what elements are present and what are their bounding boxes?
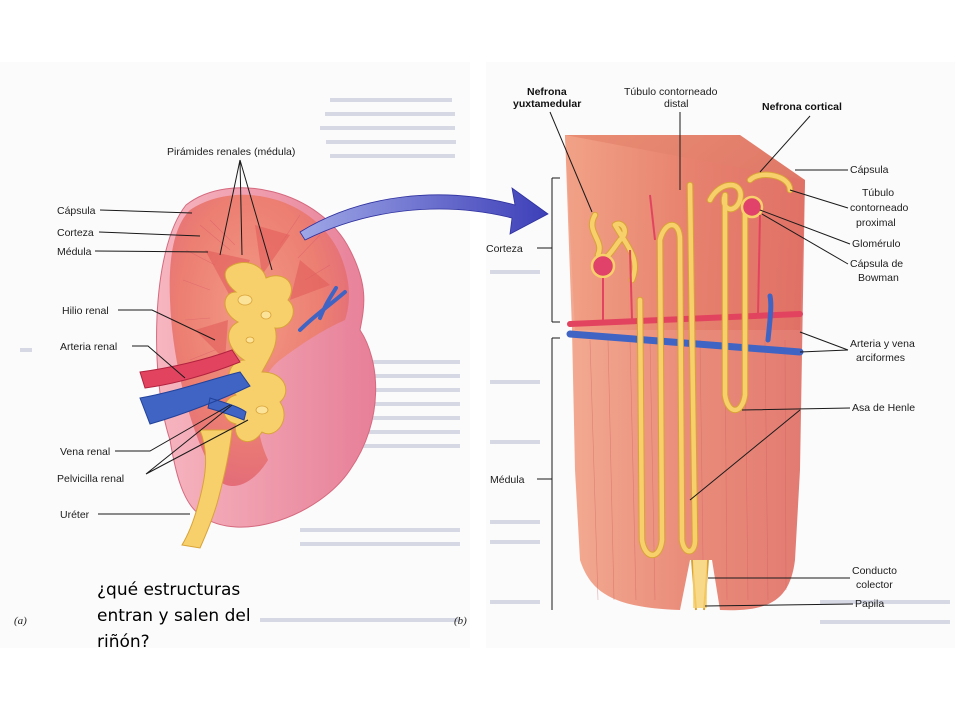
label-pelvicilla-renal: Pelvicilla renal bbox=[57, 473, 124, 485]
label-hilio-renal: Hilio renal bbox=[62, 305, 109, 317]
collecting-duct-fill bbox=[693, 560, 707, 608]
label-tubulo-proximal-1: Túbulo bbox=[862, 187, 894, 199]
label-nefrona-yuxtamedular-1: Nefrona bbox=[527, 86, 567, 98]
caption-line-1: ¿qué estructuras bbox=[97, 580, 241, 600]
label-tubulo-proximal-2: contorneado bbox=[850, 202, 909, 214]
label-corteza-a: Corteza bbox=[57, 227, 94, 239]
label-arteria-vena-arciformes-2: arciformes bbox=[856, 352, 905, 364]
label-nefrona-yuxtamedular-2: yuxtamedular bbox=[513, 98, 581, 110]
renal-vein-vessel bbox=[139, 371, 251, 425]
label-conducto-colector-1: Conducto bbox=[852, 565, 897, 577]
label-conducto-colector-2: colector bbox=[856, 579, 893, 591]
label-asa-henle: Asa de Henle bbox=[852, 402, 915, 414]
glomeruli bbox=[590, 195, 764, 279]
question-caption: ¿qué estructuras entran y salen del riñó… bbox=[97, 577, 327, 655]
caption-line-2: entran y salen del bbox=[97, 606, 251, 626]
renal-pelvis bbox=[223, 262, 294, 443]
label-piramides-renales: Pirámides renales (médula) bbox=[167, 146, 295, 158]
label-medula-b: Médula bbox=[490, 474, 525, 486]
label-ureter: Uréter bbox=[60, 509, 90, 521]
medulla-striations bbox=[589, 339, 787, 601]
kidney-illustration bbox=[139, 187, 377, 549]
afferent-vessels bbox=[602, 194, 761, 321]
nephron-tubules bbox=[589, 172, 793, 558]
arcuate-vein bbox=[566, 330, 804, 356]
label-nefrona-cortical: Nefrona cortical bbox=[762, 101, 842, 113]
label-medula-a: Médula bbox=[57, 246, 92, 258]
zoom-arrow bbox=[299, 187, 549, 241]
label-papila: Papila bbox=[855, 598, 884, 610]
label-vena-renal: Vena renal bbox=[60, 446, 110, 458]
panel-b-labels: Nefrona yuxtamedular Túbulo contorneado … bbox=[454, 86, 915, 627]
label-glomerulo: Glomérulo bbox=[852, 238, 901, 250]
label-tubulo-distal-2: distal bbox=[664, 98, 689, 110]
interlobular-vein bbox=[765, 293, 774, 343]
renal-artery-vessel bbox=[139, 349, 241, 389]
label-capsula-b: Cápsula bbox=[850, 164, 889, 176]
label-arteria-renal: Arteria renal bbox=[60, 341, 117, 353]
arcuate-artery bbox=[567, 311, 803, 327]
label-tubulo-proximal-3: proximal bbox=[856, 217, 896, 229]
label-capsula-a: Cápsula bbox=[57, 205, 96, 217]
panel-a-letter: (a) bbox=[14, 615, 27, 627]
label-tubulo-distal-1: Túbulo contorneado bbox=[624, 86, 718, 98]
panel-b-letter: (b) bbox=[454, 615, 467, 627]
label-capsula-bowman-1: Cápsula de bbox=[850, 258, 903, 270]
label-arteria-vena-arciformes-1: Arteria y vena bbox=[850, 338, 915, 350]
faded-text-background bbox=[20, 98, 950, 624]
panel-a-labels: Pirámides renales (médula) Cápsula Corte… bbox=[14, 146, 295, 627]
ureter-tube bbox=[181, 429, 233, 549]
label-capsula-bowman-2: Bowman bbox=[858, 272, 899, 284]
caption-line-3: riñón? bbox=[97, 632, 150, 652]
interlobar-vessels bbox=[298, 286, 347, 332]
calyx-holes bbox=[237, 294, 272, 415]
renal-tissue-block bbox=[565, 135, 805, 611]
label-corteza-b: Corteza bbox=[486, 243, 523, 255]
